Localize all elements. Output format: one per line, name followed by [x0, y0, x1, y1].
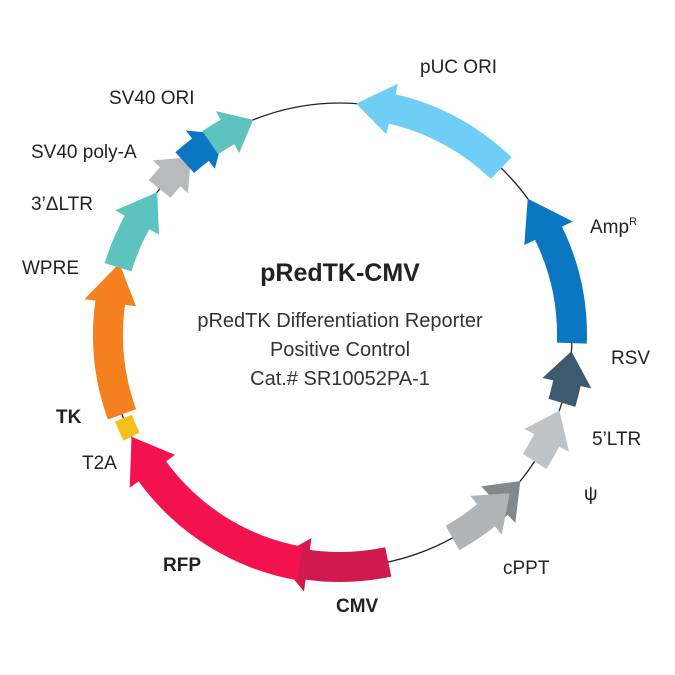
- label-ampr: AmpR: [590, 216, 637, 238]
- arrow-rsv: [542, 351, 592, 407]
- arrow-rfp: [129, 436, 303, 581]
- label-puc-ori: pUC ORI: [420, 57, 497, 78]
- plasmid-name: pRedTK-CMV: [260, 259, 420, 287]
- label-wpre: WPRE: [22, 258, 79, 279]
- arrow-cppt: [445, 493, 510, 551]
- arrow-3ltr: [148, 157, 191, 198]
- label-rsv: RSV: [611, 348, 650, 369]
- arrow-sv40-ori: [202, 111, 254, 155]
- arrow-wpre: [104, 192, 159, 272]
- label-3ltr: 3’ΔLTR: [31, 194, 93, 215]
- label-cmv: CMV: [336, 596, 379, 617]
- label-psi: ψ: [584, 484, 598, 505]
- label-ampr-main: Amp: [590, 217, 629, 238]
- feature-arrows: [84, 83, 592, 592]
- label-tk: TK: [56, 407, 82, 428]
- plasmid-description-line1: pRedTK Differentiation Reporter: [197, 310, 483, 332]
- arrow-5ltr: [522, 410, 569, 469]
- plasmid-catalog: Cat.# SR10052PA-1: [250, 368, 430, 390]
- label-t2a: T2A: [82, 453, 117, 474]
- plasmid-description-line2: Positive Control: [270, 339, 410, 361]
- label-rfp: RFP: [163, 555, 201, 576]
- label-ampr-sup: R: [629, 216, 637, 228]
- block-t2a: [115, 414, 140, 441]
- arrow-cmv: [276, 538, 392, 592]
- label-sv40-polya: SV40 poly-A: [31, 142, 137, 163]
- label-sv40-ori: SV40 ORI: [109, 88, 195, 109]
- arrow-puc-ori: [356, 83, 512, 179]
- label-cppt: cPPT: [503, 558, 550, 579]
- arrow-tk: [84, 263, 137, 420]
- label-5ltr: 5’LTR: [592, 429, 641, 450]
- arrow-ampr: [524, 198, 587, 344]
